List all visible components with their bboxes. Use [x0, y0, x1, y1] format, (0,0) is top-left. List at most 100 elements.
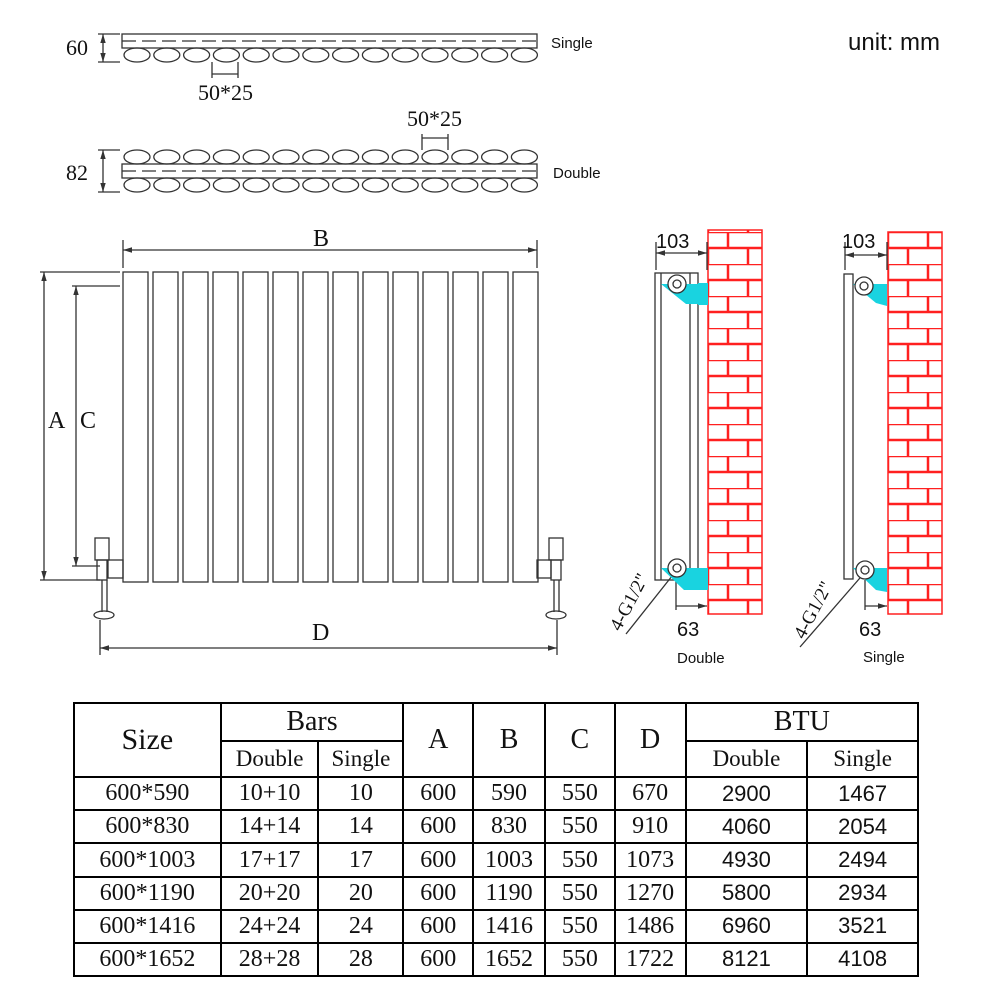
cell-size: 600*1652 — [73, 941, 222, 978]
cell-b: 1003 — [472, 842, 546, 878]
radiator-bar — [452, 271, 479, 583]
radiator-diagram: unit: mm 60 50*25 Single 82 50*25 Double — [40, 29, 943, 667]
radiator-bar — [482, 271, 509, 583]
cell-b: 590 — [472, 776, 546, 812]
tube-section — [182, 149, 211, 165]
tube-section — [331, 149, 360, 165]
header-d: D — [613, 701, 687, 779]
double-label: Double — [553, 165, 601, 182]
cell-size: 600*830 — [73, 809, 222, 845]
cell-btu-double: 6960 — [684, 908, 809, 944]
cell-c: 550 — [543, 809, 616, 845]
side-view-double — [625, 229, 763, 635]
radiator-bar — [332, 271, 359, 583]
tube-section — [153, 177, 181, 193]
cell-d: 670 — [613, 776, 687, 812]
tube-section — [391, 47, 419, 63]
cell-b: 1190 — [472, 875, 546, 911]
cell-d: 1486 — [613, 908, 687, 944]
tube-section — [272, 149, 300, 165]
radiator-bar — [152, 271, 179, 583]
tube-section — [480, 47, 509, 63]
tube-section — [123, 177, 151, 193]
top-view-double — [98, 134, 539, 193]
radiator-bar — [212, 271, 239, 583]
tube-section — [510, 47, 539, 63]
tube-section — [272, 47, 300, 63]
unit-label: unit: mm — [848, 29, 940, 56]
tube-section — [391, 177, 419, 193]
cell-btu-double: 4060 — [684, 809, 809, 845]
cell-c: 550 — [543, 941, 616, 978]
cell-bars-double: 10+10 — [219, 776, 320, 812]
tube-section — [510, 149, 539, 165]
tube-section — [331, 177, 360, 193]
front-view — [40, 240, 567, 655]
cell-btu-single: 1467 — [806, 776, 919, 812]
header-c: C — [543, 701, 616, 779]
radiator-bar — [272, 271, 299, 583]
tube-section — [212, 177, 241, 193]
single-thread: 4-G1/2" — [790, 578, 837, 642]
tube-section — [451, 149, 479, 165]
tube-section — [480, 177, 509, 193]
tube-section — [421, 149, 449, 165]
cell-a: 600 — [402, 908, 475, 944]
cell-c: 550 — [543, 875, 616, 911]
cell-btu-single: 3521 — [806, 908, 919, 944]
single-depth: 103 — [842, 231, 875, 253]
tube-section — [361, 177, 390, 193]
radiator-bar — [242, 271, 269, 583]
cell-bars-single: 10 — [317, 776, 405, 812]
cell-d: 1270 — [613, 875, 687, 911]
single-side-label: Single — [863, 649, 905, 666]
double-side-label: Double — [677, 650, 725, 667]
cell-c: 550 — [543, 908, 616, 944]
tube-section — [331, 47, 360, 63]
cell-bars-single: 14 — [317, 809, 405, 845]
tube-section — [361, 149, 390, 165]
size-table: Size Bars A B C D BTU Double Single Doub… — [73, 701, 920, 978]
header-btu-double: Double — [684, 740, 809, 779]
single-thickness: 60 — [66, 35, 88, 60]
cell-d: 910 — [613, 809, 687, 845]
cell-a: 600 — [402, 809, 475, 845]
tube-section — [242, 149, 270, 165]
tube-section — [182, 47, 211, 63]
cell-size: 600*1416 — [73, 908, 222, 944]
double-offset: 63 — [677, 619, 699, 641]
cell-size: 600*590 — [73, 776, 222, 812]
cell-b: 1416 — [472, 908, 546, 944]
cell-d: 1722 — [613, 941, 687, 978]
header-bars: Bars — [219, 701, 405, 743]
single-offset: 63 — [859, 619, 881, 641]
tube-section — [391, 149, 419, 165]
cell-a: 600 — [402, 842, 475, 878]
dim-a-label: A — [48, 408, 66, 434]
cell-bars-double: 17+17 — [219, 842, 320, 878]
double-tube-size: 50*25 — [407, 106, 462, 131]
tube-section — [510, 177, 539, 193]
cell-b: 830 — [472, 809, 546, 845]
dim-c-label: C — [80, 408, 96, 434]
cell-btu-single: 2054 — [806, 809, 919, 845]
header-b: B — [472, 701, 546, 779]
dim-b-label: B — [313, 226, 329, 252]
cell-bars-double: 28+28 — [219, 941, 320, 978]
tube-section — [451, 47, 479, 63]
tube-section — [153, 149, 181, 165]
brick-wall-icon — [887, 231, 943, 615]
cell-btu-single: 2934 — [806, 875, 919, 911]
cell-size: 600*1190 — [73, 875, 222, 911]
tube-section — [302, 177, 330, 193]
radiator-bar — [512, 271, 539, 583]
cell-bars-single: 28 — [317, 941, 405, 978]
tube-section — [212, 47, 241, 63]
cell-btu-single: 4108 — [806, 941, 919, 978]
cell-c: 550 — [543, 842, 616, 878]
top-view-single — [98, 33, 539, 78]
tube-section — [123, 149, 151, 165]
